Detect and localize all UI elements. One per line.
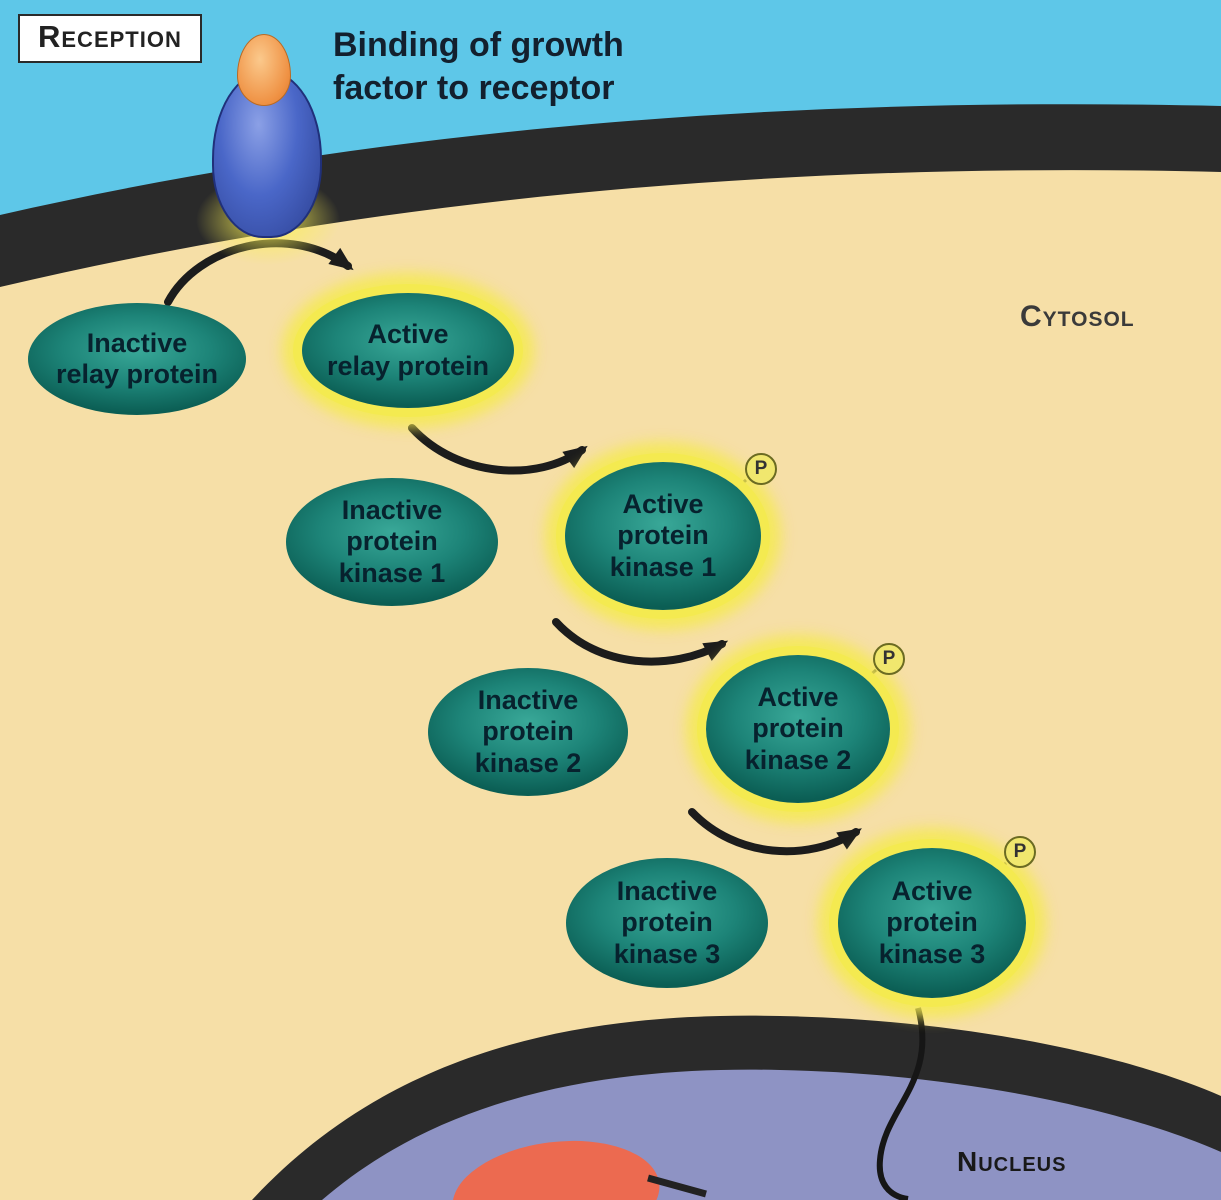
inactive-relay-protein-oval: Inactive relay protein <box>28 303 246 415</box>
active-relay-protein-oval: Active relay protein <box>302 293 514 408</box>
phosphate-badge-kinase-2: P <box>873 643 905 675</box>
molecule-label-line: Active <box>367 319 449 350</box>
inactive-protein-kinase-1-oval: Inactive protein kinase 1 <box>286 478 498 606</box>
molecule-label-line: Inactive <box>341 495 443 526</box>
molecule-label-line: Inactive <box>86 327 188 358</box>
binding-caption-line1: Binding of growth <box>333 26 624 64</box>
phosphate-badge-kinase-1: P <box>745 453 777 485</box>
molecule-label-line: kinase 3 <box>878 938 986 969</box>
molecule-label-line: Inactive <box>616 876 718 907</box>
molecule-label-line: kinase 1 <box>609 551 717 582</box>
nuclear-body <box>452 1140 660 1200</box>
arrow-kinase2-activation <box>552 618 729 666</box>
molecule-label-line: protein <box>482 716 574 747</box>
binding-caption-line2: factor to receptor <box>333 68 615 107</box>
inactive-protein-kinase-2-oval: Inactive protein kinase 2 <box>428 668 628 796</box>
phosphate-label: P <box>754 458 768 479</box>
arrow-kinase1-activation <box>408 424 588 475</box>
molecule-label-line: kinase 1 <box>338 557 446 588</box>
molecule-label-line: Inactive <box>477 685 579 716</box>
molecule-label-line: protein <box>621 907 713 938</box>
inactive-protein-kinase-3-oval: Inactive protein kinase 3 <box>566 858 768 988</box>
molecule-label-line: kinase 2 <box>744 744 852 775</box>
active-protein-kinase-3-oval: Active protein kinase 3 <box>838 848 1026 998</box>
nuclear-envelope <box>252 1015 1221 1200</box>
reception-stage-text: Reception <box>38 19 182 54</box>
binding-caption: Binding of growth factor to receptor <box>333 24 624 109</box>
molecule-label-line: Active <box>757 682 839 713</box>
dna-mark <box>647 1174 707 1198</box>
kinase3-to-nucleus-line <box>876 1007 926 1200</box>
molecule-label-line: kinase 3 <box>613 938 721 969</box>
arrow-kinase3-activation <box>688 808 862 856</box>
phosphate-badge-kinase-3: P <box>1004 836 1036 868</box>
molecule-label-line: protein <box>752 713 844 744</box>
active-protein-kinase-2-oval: Active protein kinase 2 <box>706 655 890 803</box>
molecule-label-line: Active <box>622 489 704 520</box>
molecule-label-line: kinase 2 <box>474 747 582 778</box>
molecule-label-line: relay protein <box>55 359 219 389</box>
phosphate-label: P <box>1013 841 1027 862</box>
growth-factor-icon <box>237 34 291 106</box>
molecule-label-line: relay protein <box>326 350 490 381</box>
molecule-label-line: protein <box>346 526 438 557</box>
nucleus-label: Nucleus <box>957 1146 1067 1177</box>
active-protein-kinase-1-oval: Active protein kinase 1 <box>565 462 761 610</box>
reception-stage-label: Reception <box>18 14 202 63</box>
molecule-label-line: protein <box>886 907 978 938</box>
molecule-label-line: protein <box>617 520 709 551</box>
phosphate-label: P <box>882 648 896 669</box>
molecule-label-line: Active <box>891 876 973 907</box>
cytosol-label: Cytosol <box>1020 300 1135 333</box>
plasma-membrane <box>0 104 1221 287</box>
